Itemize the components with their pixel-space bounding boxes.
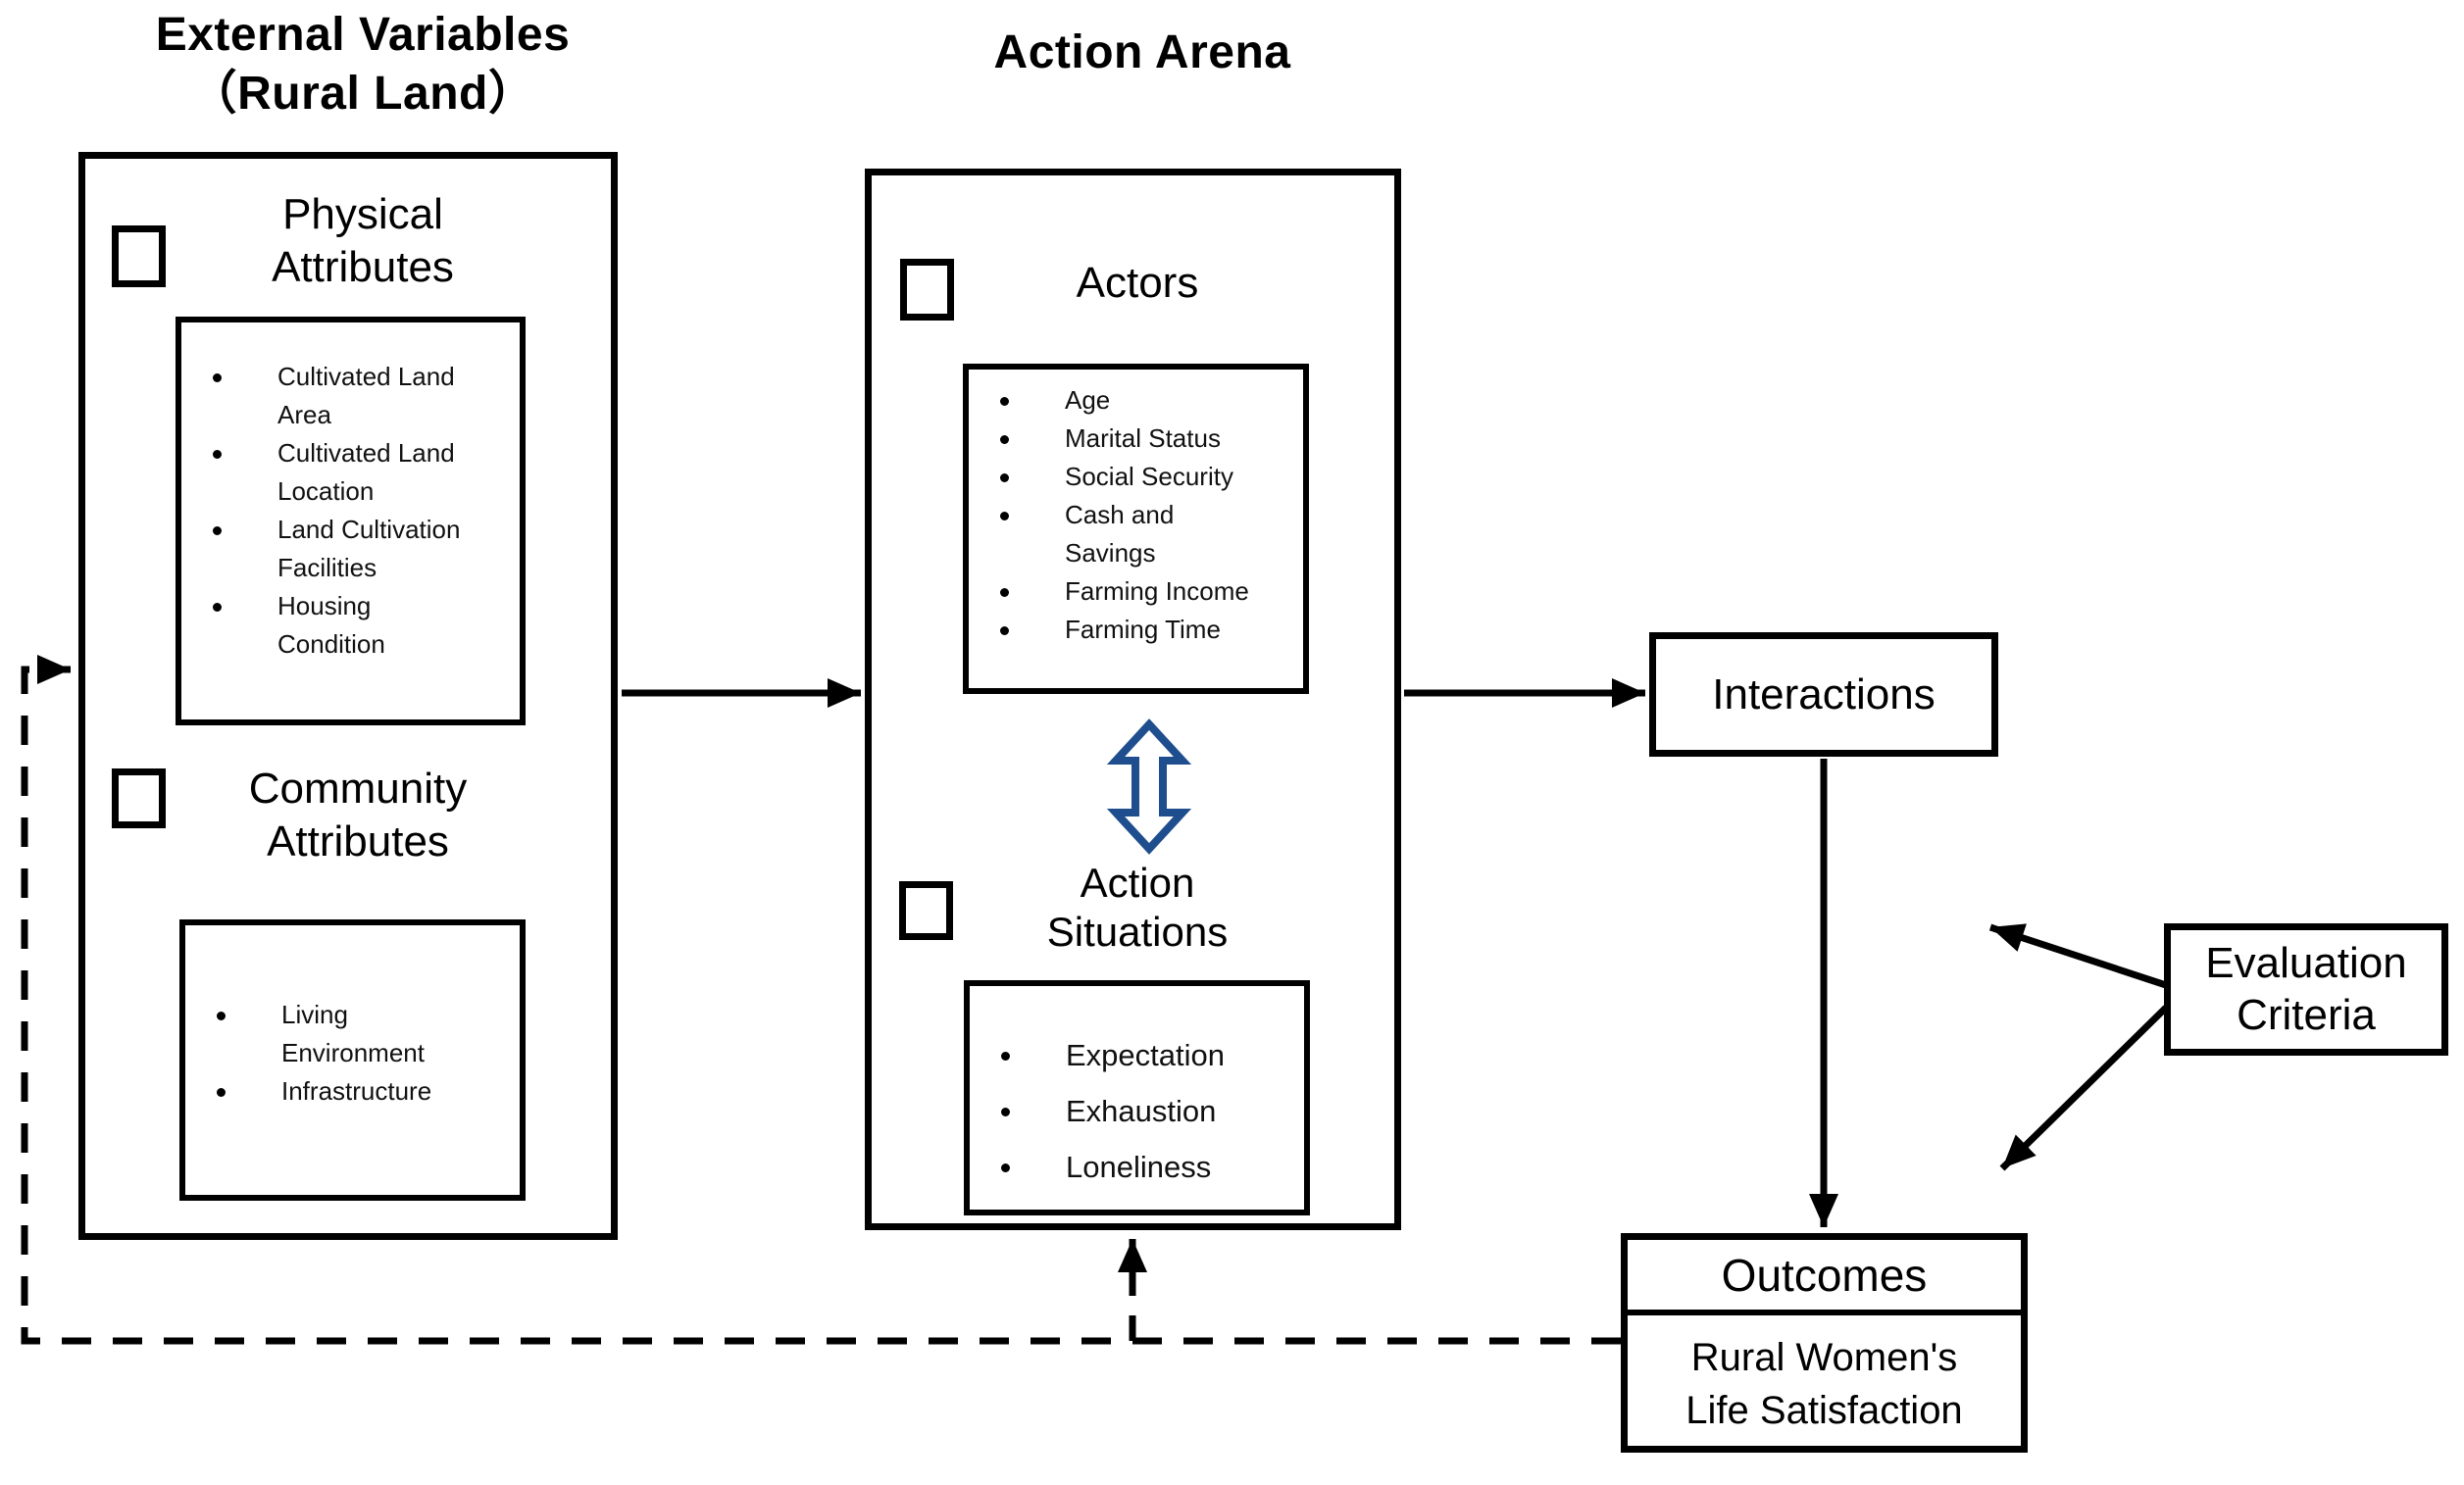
list-item: Age [969, 381, 1271, 420]
interactions-label: Interactions [1712, 669, 1936, 718]
community-attributes-title-line1: Community [248, 765, 468, 813]
list-item: Social Security [969, 458, 1271, 496]
list-item: Living Environment [185, 996, 425, 1072]
community-attributes-list-box: Living Environment Infrastructure [179, 919, 526, 1201]
list-item: Housing Condition [181, 587, 415, 664]
outcomes-subtitle-line2: Life Satisfaction [1685, 1389, 1963, 1432]
outcomes-subtitle: Rural Women's Life Satisfaction [1628, 1315, 2021, 1453]
external-variables-title-line1: External Variables [155, 9, 571, 61]
evaluation-criteria-line1: Evaluation [2205, 938, 2407, 987]
list-item: Land Cultivation Facilities [181, 511, 483, 587]
checkbox-icon-action-situations [899, 881, 953, 940]
action-situations-title-line2: Situations [1046, 908, 1229, 955]
actors-list-box: Age Marital Status Social Security Cash … [963, 364, 1309, 694]
evaluation-criteria-label: Evaluation Criteria [2205, 938, 2406, 1042]
list-item: Cultivated Land Location [181, 434, 483, 511]
physical-attributes-title: Physical Attributes [181, 188, 544, 293]
physical-attributes-list-box: Cultivated Land Area Cultivated Land Loc… [176, 317, 526, 725]
external-variables-title-line2: （Rural Land） [189, 68, 536, 120]
list-item: Cultivated Land Area [181, 358, 483, 434]
community-attributes-list: Living Environment Infrastructure [185, 996, 520, 1111]
actors-list: Age Marital Status Social Security Cash … [969, 381, 1303, 649]
community-attributes-title: Community Attributes [162, 763, 554, 867]
outcomes-box: Outcomes Rural Women's Life Satisfaction [1621, 1233, 2028, 1453]
outcomes-title: Outcomes [1628, 1240, 2021, 1315]
list-item: Infrastructure [185, 1072, 487, 1111]
evaluation-criteria-box: Evaluation Criteria [2164, 923, 2448, 1056]
action-situations-title-line1: Action [1080, 860, 1195, 906]
community-attributes-title-line2: Attributes [267, 817, 449, 866]
list-item: Farming Income [969, 572, 1271, 611]
list-item: Loneliness [970, 1147, 1301, 1188]
action-situations-list: Expectation Exhaustion Loneliness [970, 1035, 1304, 1188]
checkbox-icon-community [112, 768, 166, 828]
checkbox-icon-actors [900, 259, 954, 321]
evaluation-criteria-line2: Criteria [2237, 990, 2376, 1039]
interactions-box: Interactions [1649, 632, 1998, 757]
arrow-evaluation-to-interactions [1988, 923, 2168, 989]
action-situations-list-box: Expectation Exhaustion Loneliness [964, 980, 1310, 1215]
actors-title: Actors [1076, 259, 1199, 307]
list-item: Farming Time [969, 611, 1271, 649]
external-variables-title: External Variables （Rural Land） [59, 6, 667, 124]
list-item: Expectation [970, 1035, 1301, 1076]
physical-attributes-list: Cultivated Land Area Cultivated Land Loc… [181, 358, 520, 664]
checkbox-icon-physical [112, 225, 166, 287]
outcomes-subtitle-line1: Rural Women's [1690, 1336, 1958, 1379]
action-arena-title: Action Arena [993, 26, 1291, 78]
arrow-evaluation-to-outcomes [1999, 1005, 2169, 1171]
physical-attributes-title-line1: Physical [282, 190, 443, 238]
physical-attributes-title-line2: Attributes [272, 242, 454, 291]
list-item: Marital Status [969, 420, 1271, 458]
action-situations-title: Action Situations [981, 859, 1294, 956]
list-item: Exhaustion [970, 1091, 1301, 1132]
list-item: Cash and Savings [969, 496, 1202, 572]
